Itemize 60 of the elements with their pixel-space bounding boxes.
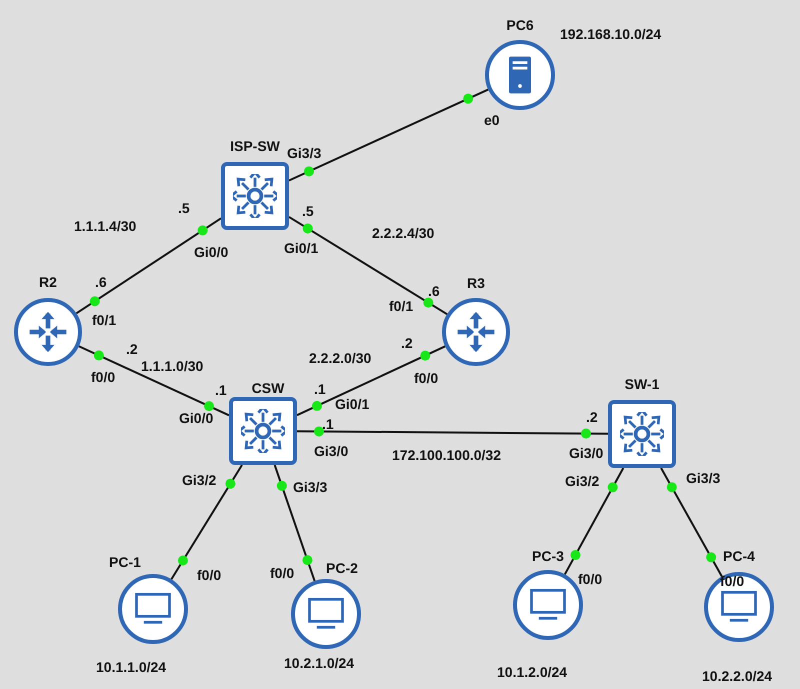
device-name: ISP-SW [230, 138, 280, 154]
port-label: Gi3/3 [287, 145, 322, 161]
port-label: e0 [484, 112, 500, 128]
ip-label: .5 [302, 203, 314, 219]
port-label: Gi3/2 [182, 472, 216, 488]
port-label: Gi0/0 [179, 410, 214, 426]
link-line [274, 464, 316, 582]
device-name: SW-1 [624, 376, 660, 392]
subnet-label: 10.1.1.0/24 [96, 659, 166, 675]
device-name: R3 [467, 275, 485, 291]
device-name: PC-4 [723, 548, 755, 564]
subnet-label: 1.1.1.4/30 [74, 218, 136, 234]
link-line [288, 88, 489, 182]
ip-label: .6 [428, 283, 440, 299]
link-line [170, 464, 243, 580]
link-line [564, 468, 624, 575]
subnet-label: 10.2.2.0/24 [702, 668, 772, 684]
ip-label: .2 [401, 335, 413, 351]
port-label: Gi0/0 [194, 244, 228, 260]
device-name: PC-1 [109, 554, 141, 570]
link-line [78, 345, 230, 416]
port-label: f0/1 [92, 312, 116, 328]
device-name: CSW [252, 380, 284, 396]
port-label: f0/0 [720, 573, 744, 589]
device-name: PC6 [506, 17, 534, 33]
port-label: f0/0 [91, 369, 116, 385]
ip-label: .1 [314, 381, 326, 397]
ip-label: .5 [178, 200, 190, 216]
port-label: Gi3/0 [569, 445, 604, 461]
device-name: PC-3 [532, 548, 564, 564]
link-line [660, 468, 723, 577]
link-line [288, 216, 448, 316]
subnet-label: 10.2.1.0/24 [284, 655, 354, 671]
subnet-label: 172.100.100.0/32 [392, 447, 501, 463]
link-line [296, 345, 446, 416]
ip-label: .2 [586, 409, 598, 425]
subnet-label: 2.2.2.0/30 [309, 350, 372, 366]
subnet-label: 1.1.1.0/30 [141, 358, 204, 374]
port-label: f0/0 [270, 565, 294, 581]
port-label: Gi0/1 [335, 396, 370, 412]
ip-label: .2 [126, 341, 138, 357]
device-name: R2 [39, 274, 57, 290]
link-line [297, 430, 608, 435]
ip-label: .6 [95, 274, 107, 290]
subnet-label: 192.168.10.0/24 [560, 26, 662, 42]
link-line [76, 218, 222, 314]
port-label: f0/0 [197, 567, 222, 583]
port-label: Gi0/1 [284, 240, 318, 256]
subnet-label: 2.2.2.4/30 [372, 225, 434, 241]
port-label: f0/0 [414, 370, 438, 386]
subnet-label: 10.1.2.0/24 [497, 664, 568, 680]
port-label: f0/0 [578, 571, 602, 587]
port-label: Gi3/3 [293, 479, 328, 495]
ip-label: .1 [215, 382, 227, 398]
port-label: Gi3/0 [314, 443, 348, 459]
ip-label: .1 [322, 416, 334, 432]
port-label: f0/1 [389, 298, 414, 314]
device-name: PC-2 [326, 560, 358, 576]
port-label: Gi3/2 [565, 473, 600, 489]
port-label: Gi3/3 [686, 470, 720, 486]
